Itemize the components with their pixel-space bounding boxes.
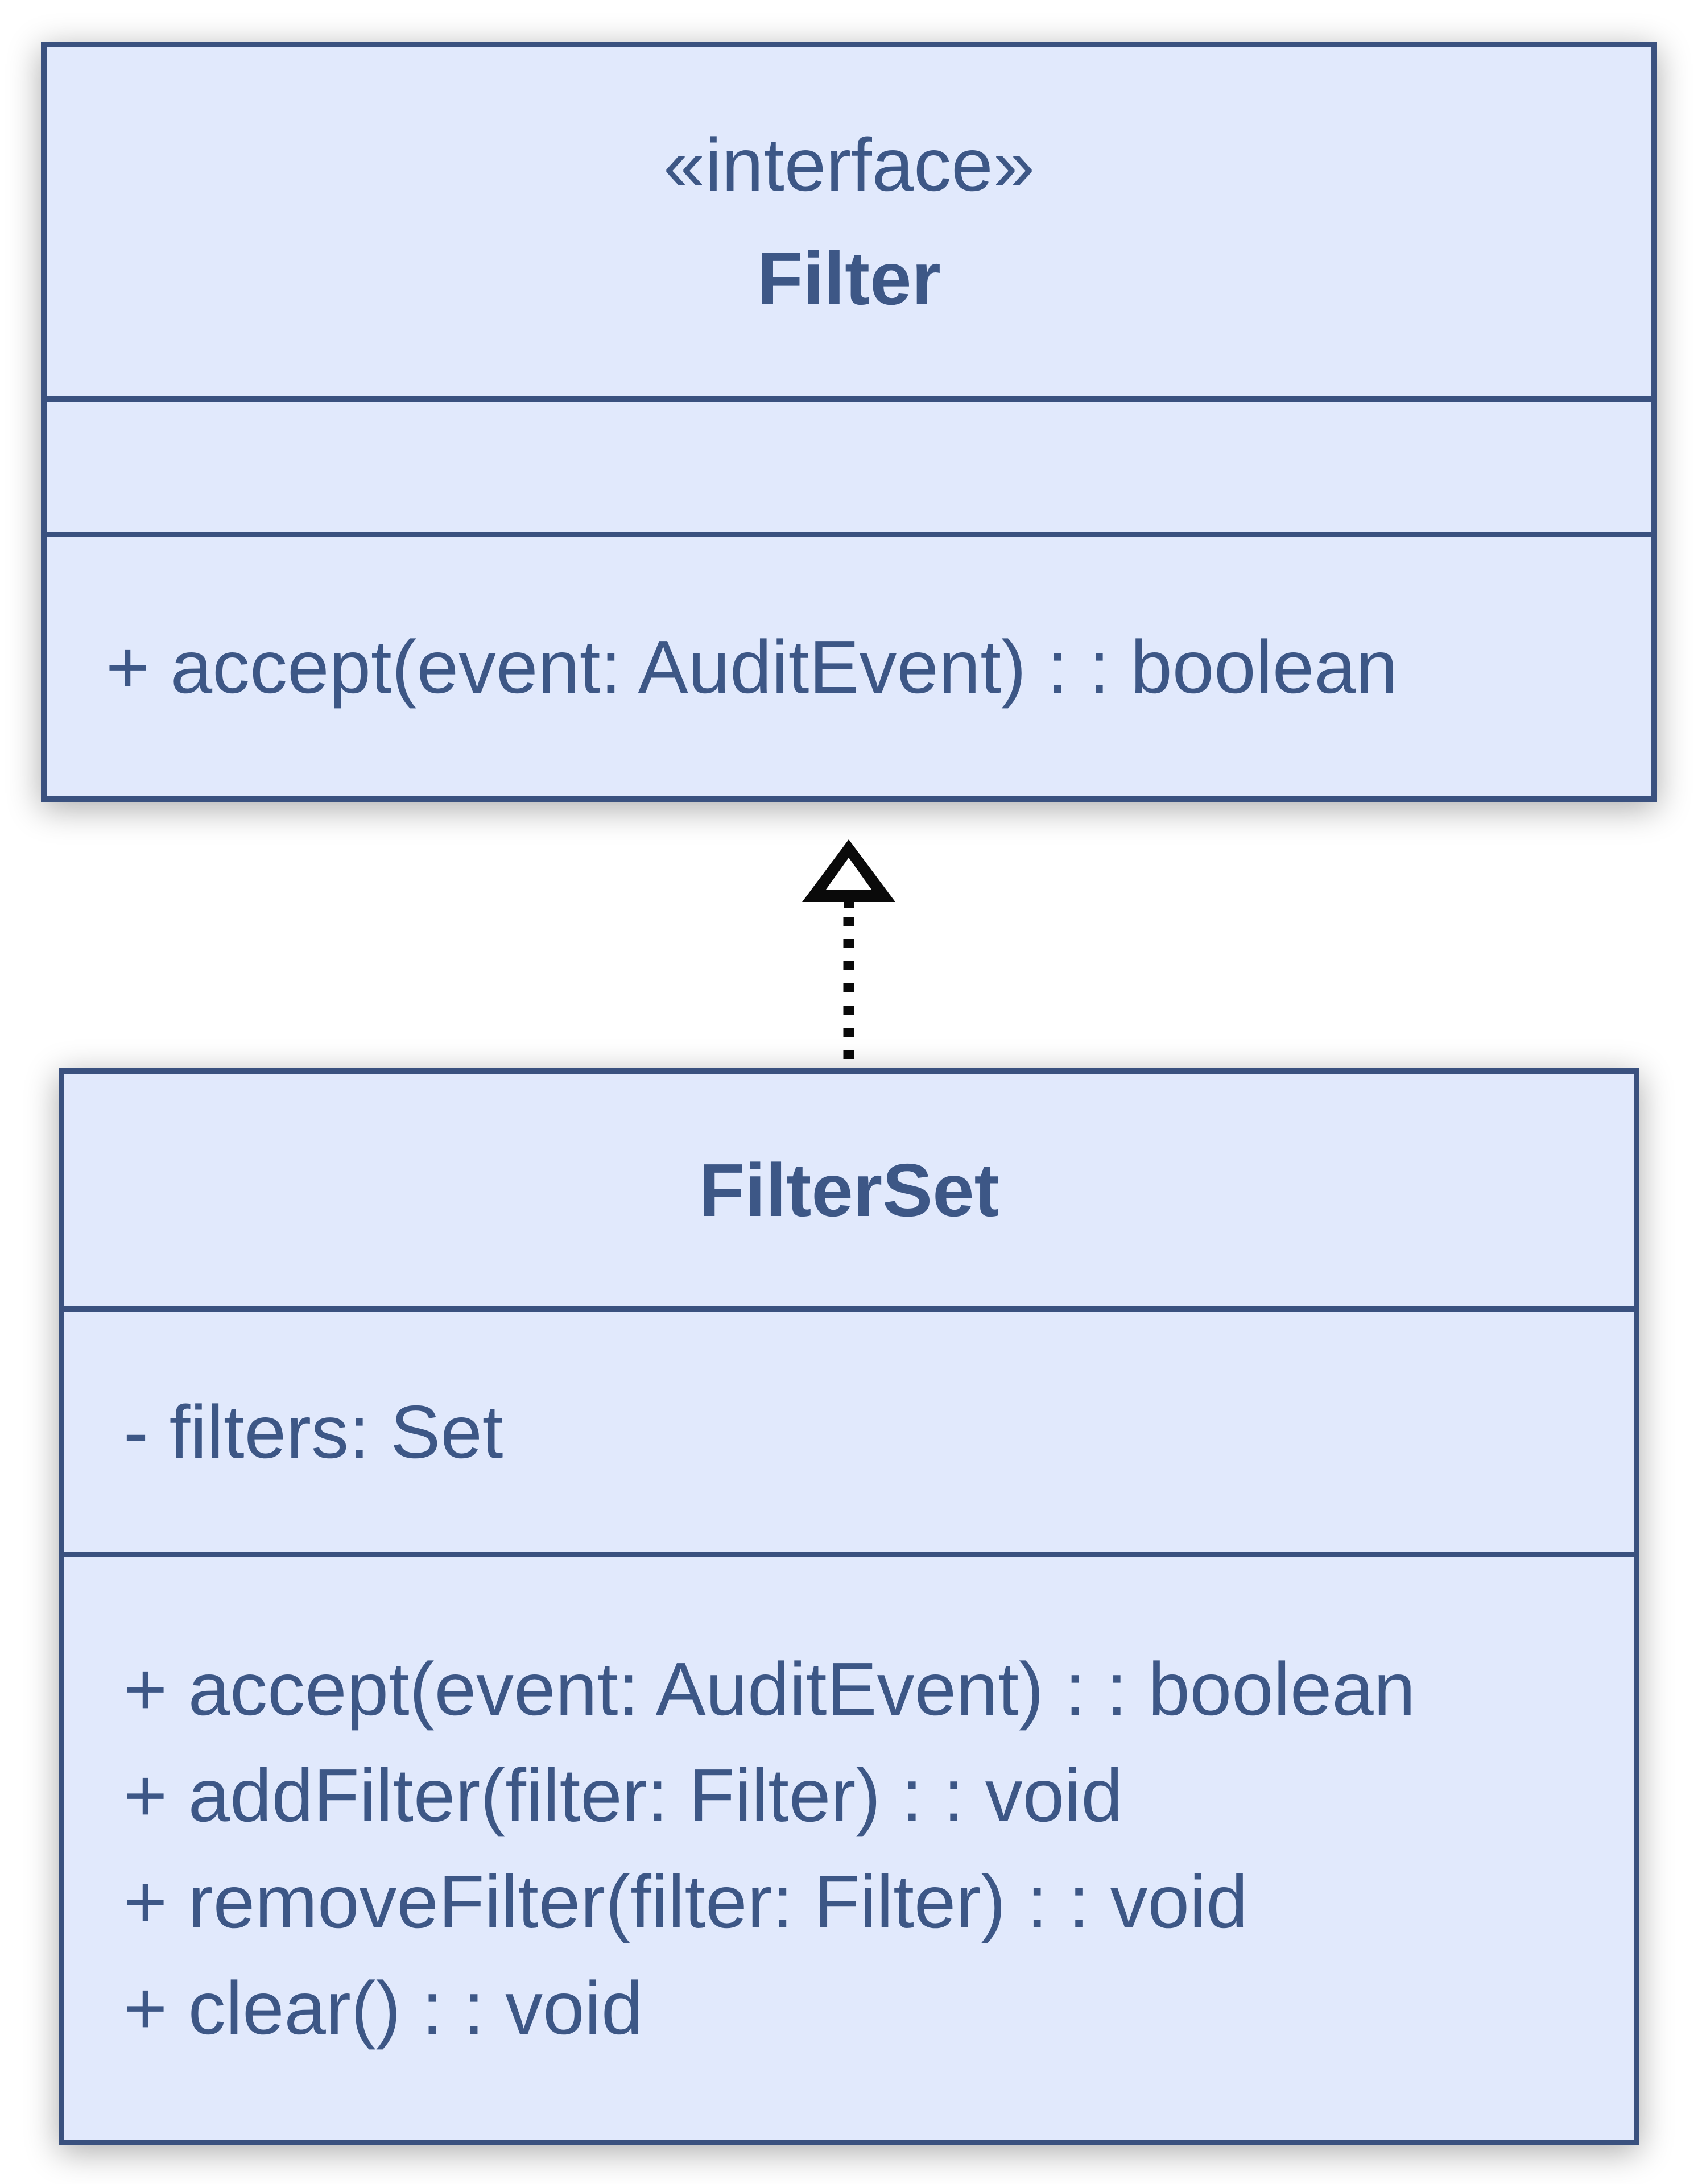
arrow-stub xyxy=(844,901,854,908)
interface-attributes-compartment xyxy=(47,402,1651,532)
class-attributes-compartment: - filters: Set xyxy=(64,1312,1634,1552)
class-name: FilterSet xyxy=(699,1148,999,1232)
hollow-triangle-inner xyxy=(826,858,871,890)
compartment-divider xyxy=(64,1306,1634,1312)
compartment-divider xyxy=(47,396,1651,402)
class-method-removefilter: + removeFilter(filter: Filter) : : void xyxy=(123,1860,1248,1943)
class-title-compartment: FilterSet xyxy=(64,1074,1634,1306)
interface-filter-box[interactable]: «interface» Filter + accept(event: Audit… xyxy=(41,42,1657,802)
class-methods-compartment: + accept(event: AuditEvent) : : boolean … xyxy=(64,1557,1634,2140)
compartment-divider xyxy=(47,532,1651,537)
class-method-accept: + accept(event: AuditEvent) : : boolean xyxy=(123,1647,1416,1731)
interface-title-compartment: «interface» Filter xyxy=(47,47,1651,396)
class-filterset-box[interactable]: FilterSet - filters: Set + accept(event:… xyxy=(59,1068,1639,2145)
compartment-divider xyxy=(64,1552,1634,1557)
class-attribute-filters: - filters: Set xyxy=(123,1390,503,1474)
hollow-triangle-icon xyxy=(802,839,895,902)
interface-name: Filter xyxy=(757,237,941,320)
interface-method-accept: + accept(event: AuditEvent) : : boolean xyxy=(106,625,1398,709)
class-method-addfilter: + addFilter(filter: Filter) : : void xyxy=(123,1753,1123,1837)
class-method-clear: + clear() : : void xyxy=(123,1966,643,2050)
interface-methods-compartment: + accept(event: AuditEvent) : : boolean xyxy=(47,537,1651,796)
interface-stereotype: «interface» xyxy=(663,123,1035,206)
